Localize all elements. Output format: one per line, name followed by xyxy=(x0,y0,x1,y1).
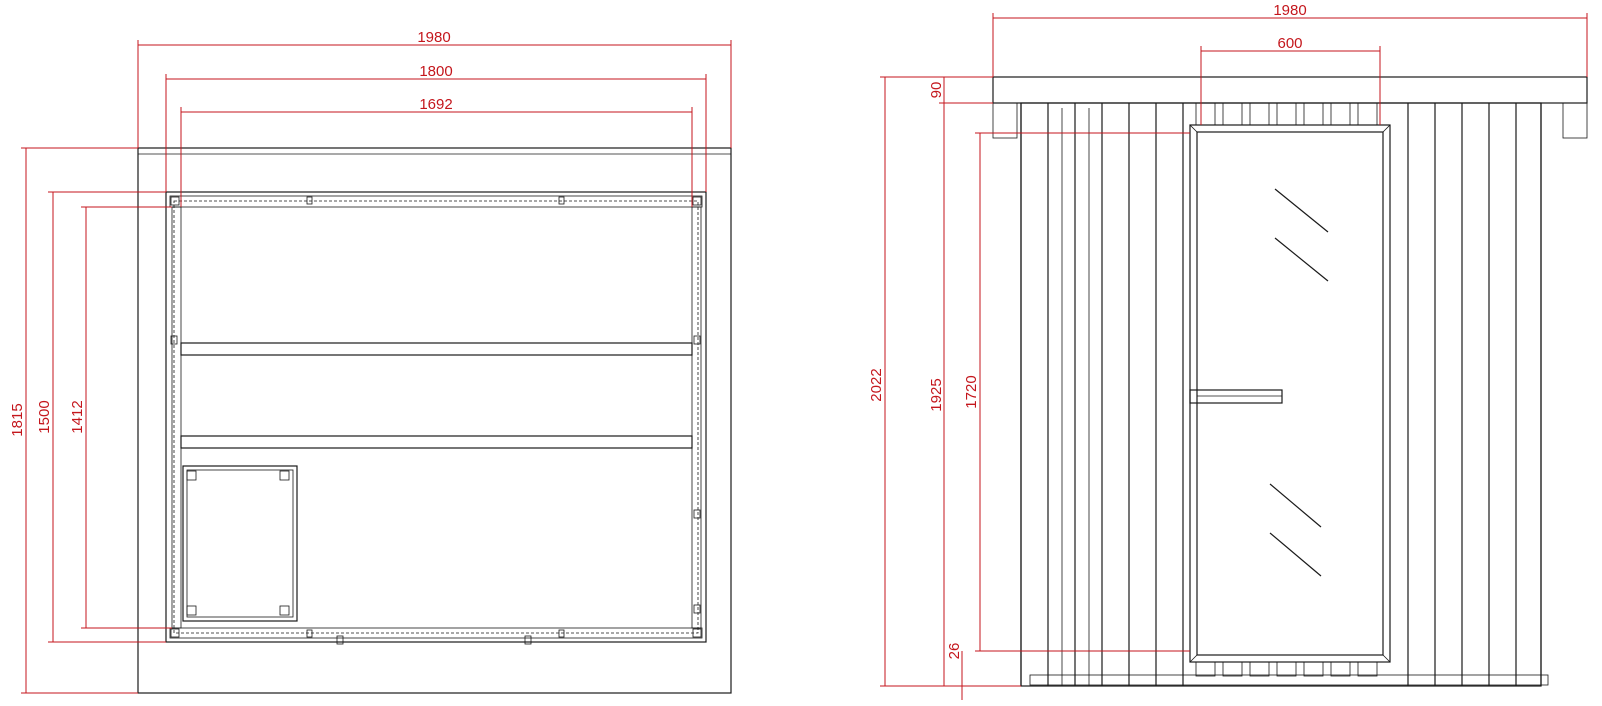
fitting xyxy=(693,335,701,345)
heater xyxy=(182,465,298,622)
plan-inner-width-label: 1692 xyxy=(419,96,452,113)
threshold-block xyxy=(1330,661,1351,677)
front-overall-width-label: 1980 xyxy=(1273,2,1306,19)
header-block xyxy=(1195,102,1216,126)
glass-reflection-mark xyxy=(1269,483,1322,528)
rafter-left xyxy=(992,102,1018,139)
front-width-dimensions: 1980 600 xyxy=(992,2,1588,125)
header-block xyxy=(1276,102,1297,126)
door-handle xyxy=(1189,389,1283,404)
door-frame xyxy=(1189,124,1391,663)
fitting xyxy=(558,196,565,205)
plan-middle-depth-label: 1500 xyxy=(36,400,53,433)
roof-board xyxy=(992,76,1588,104)
fitting xyxy=(558,629,565,638)
rafter-right xyxy=(1562,102,1588,139)
fitting xyxy=(170,335,178,345)
door-hinge xyxy=(336,635,344,645)
front-overall-height-label: 2022 xyxy=(868,368,885,401)
door-glass xyxy=(1196,131,1384,656)
threshold-block xyxy=(1357,661,1378,677)
threshold-block xyxy=(1303,661,1324,677)
fitting xyxy=(693,509,701,519)
left-wall-band xyxy=(171,206,182,629)
insulation-dashed-line xyxy=(173,200,699,634)
plan-inner-depth-label: 1412 xyxy=(69,400,86,433)
threshold-block xyxy=(1276,661,1297,677)
threshold-block xyxy=(1195,661,1216,677)
roof-outline xyxy=(137,147,732,694)
corner-post xyxy=(692,196,702,206)
right-wall-band xyxy=(691,206,702,629)
bottom-wall-band xyxy=(169,627,703,639)
plan-outer-width-label: 1980 xyxy=(417,29,450,46)
header-block xyxy=(1357,102,1378,126)
glass-reflection-mark xyxy=(1269,532,1322,577)
plan-width-dimensions: 1980 1800 1692 xyxy=(137,29,732,207)
fitting xyxy=(693,604,701,614)
top-wall-band xyxy=(169,195,703,208)
plan-view: 1980 1800 1692 1815 1500 1412 xyxy=(9,29,732,694)
plan-depth-dimensions: 1815 1500 1412 xyxy=(9,147,172,694)
threshold-block xyxy=(1222,661,1243,677)
base-plinth xyxy=(1029,674,1549,686)
corner-post xyxy=(692,628,702,638)
heater-foot xyxy=(279,470,290,481)
front-door-height-label: 1720 xyxy=(963,375,980,408)
header-block xyxy=(1222,102,1243,126)
threshold-block xyxy=(1249,661,1270,677)
fitting xyxy=(306,196,313,205)
heater-foot xyxy=(186,605,197,616)
corner-post xyxy=(170,196,180,206)
upper-bench xyxy=(180,342,693,356)
fitting xyxy=(306,629,313,638)
door-threshold-blocks xyxy=(1195,661,1378,677)
plan-middle-width-label: 1800 xyxy=(419,63,452,80)
heater-inner xyxy=(186,469,294,618)
lower-bench xyxy=(180,435,693,449)
wall-outline xyxy=(165,191,707,643)
header-block xyxy=(1249,102,1270,126)
front-roof-height-label: 90 xyxy=(928,82,945,99)
front-height-dimensions: 2022 90 1925 1720 26 xyxy=(868,76,1190,700)
header-block xyxy=(1303,102,1324,126)
glass-reflection-mark xyxy=(1274,188,1329,233)
glass-door xyxy=(1189,124,1391,663)
glass-reflection-mark xyxy=(1274,237,1329,282)
wall-planks xyxy=(1020,103,1542,686)
door-hinge xyxy=(524,635,532,645)
plan-outer-depth-label: 1815 xyxy=(9,403,26,436)
door-header-blocks xyxy=(1195,102,1378,126)
heater-foot xyxy=(186,470,197,481)
front-sill-height-label: 26 xyxy=(946,643,963,660)
front-view: 1980 600 2022 90 1925 1720 26 xyxy=(868,2,1588,700)
header-block xyxy=(1330,102,1351,126)
corner-post xyxy=(170,628,180,638)
front-wall-height-label: 1925 xyxy=(928,378,945,411)
heater-foot xyxy=(279,605,290,616)
front-door-width-label: 600 xyxy=(1277,35,1302,52)
